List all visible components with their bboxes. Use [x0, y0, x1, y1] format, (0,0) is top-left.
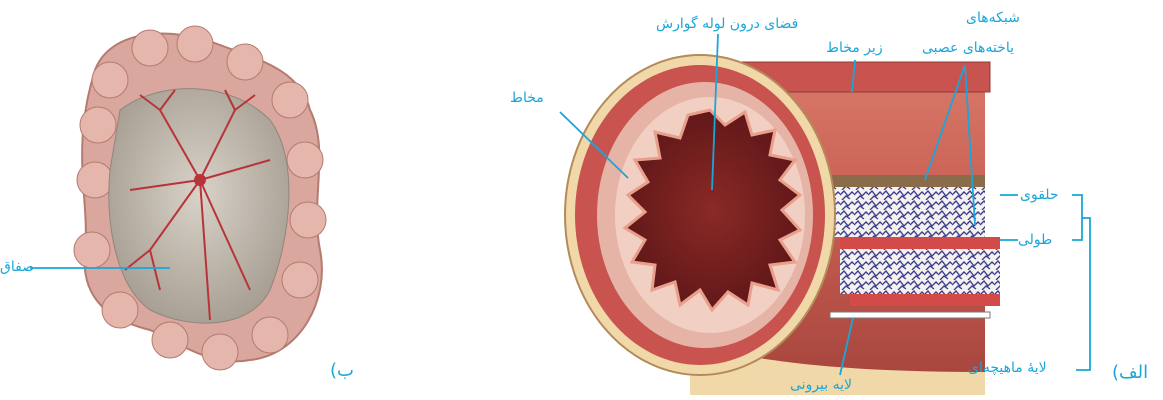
intestine-mesentery-figure	[74, 26, 326, 370]
label-outer-layer: لایه بیرونی	[790, 377, 852, 393]
bracket-muscle-layers	[1072, 195, 1082, 240]
label-circular: حلقوی	[1020, 187, 1059, 203]
label-lumen: فضای درون لوله گوارش	[656, 16, 798, 32]
label-longitudinal: طولی	[1018, 232, 1052, 248]
label-nerve-networks-2: یاخته‌های عصبی	[922, 40, 1014, 56]
panel-label-a: الف)	[1112, 362, 1148, 383]
label-submucosa: زیر مخاط	[826, 40, 883, 56]
digestive-tube-figure	[565, 55, 1000, 395]
serosa-top	[810, 175, 985, 187]
nerve-network-1	[810, 187, 985, 237]
longitudinal-muscle-band	[850, 294, 1000, 306]
label-peritoneum: صفاق	[0, 259, 60, 275]
label-muscle-layer: لایهٔ ماهیچه‌ای	[968, 360, 1047, 376]
vessel-root	[194, 174, 206, 186]
mesentery-sheet	[109, 89, 289, 324]
panel-label-b: ب)	[330, 360, 354, 381]
circular-muscle-band	[840, 237, 1000, 249]
nerve-network-2	[840, 249, 1000, 294]
label-nerve-networks-1: شبکه‌های	[966, 10, 1020, 26]
label-mucosa: مخاط	[510, 90, 544, 106]
outer-layer-strip	[830, 312, 990, 318]
